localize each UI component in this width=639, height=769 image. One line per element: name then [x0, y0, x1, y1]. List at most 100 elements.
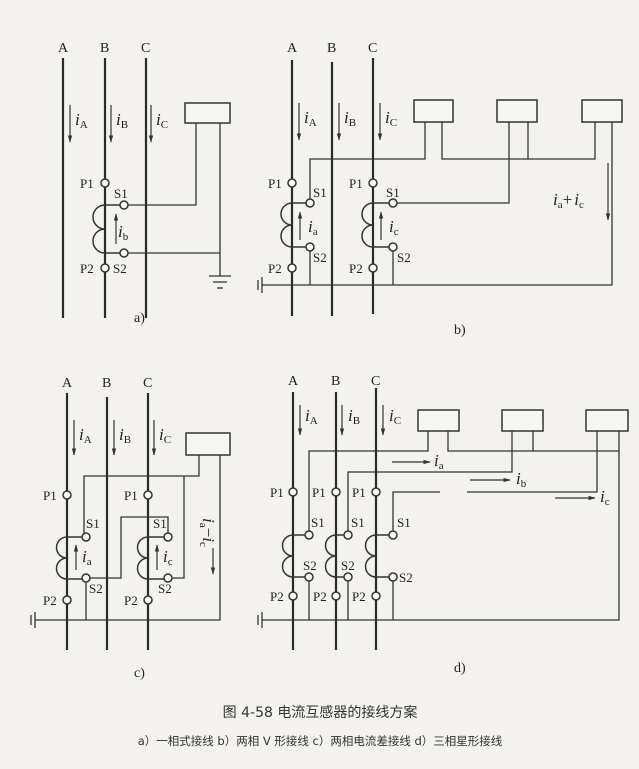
wire-neutral [262, 431, 620, 621]
label-s1: S1 [311, 515, 325, 530]
current-label-ib: ib [118, 222, 129, 243]
label-p2: P2 [124, 593, 138, 608]
phase-label-b: B [100, 41, 109, 56]
current-label-ia-minus-ic: ia−ic [197, 518, 218, 547]
terminal-b-s2 [343, 572, 353, 582]
diagram-d-three-phase-star: A B C iA iB iC ia ib ic [257, 374, 629, 676]
terminal-a-s2 [304, 572, 314, 582]
terminal-c-s1 [163, 532, 173, 542]
wire-common [441, 122, 596, 160]
phase-label-c: C [141, 41, 150, 56]
label-s2: S2 [399, 570, 413, 585]
phase-label-b: B [327, 41, 336, 56]
phase-label-b: B [102, 376, 111, 391]
label-s1: S1 [86, 516, 100, 531]
panel-label-c: c) [134, 666, 145, 681]
label-s1: S1 [397, 515, 411, 530]
instrument-box-3 [581, 99, 623, 123]
terminal-b-s1 [343, 530, 353, 540]
instrument-box-2 [496, 99, 538, 123]
ground-symbol [257, 277, 263, 293]
wire-return [35, 455, 221, 621]
current-label-iA: iA [305, 406, 318, 427]
current-label-ia: ia [82, 547, 92, 568]
current-label-iB: iB [348, 406, 360, 427]
label-p2: P2 [268, 261, 282, 276]
label-s2: S2 [158, 581, 172, 596]
terminal-c-p1 [368, 178, 378, 188]
ct-coil [92, 204, 121, 254]
diagram-a-single-phase: A B C iA iB iC ib P1 S1 P2 S2 a) [58, 41, 231, 326]
ground-symbol [257, 612, 263, 628]
ct-coil-c [364, 534, 389, 578]
instrument-box [184, 102, 231, 124]
terminal-a-p2 [62, 595, 72, 605]
wire-c-s2 [172, 476, 185, 579]
terminal-p2 [100, 263, 110, 273]
label-s2: S2 [341, 558, 355, 573]
label-p2: P2 [352, 589, 366, 604]
instrument-box-1 [417, 409, 460, 432]
current-label-iC: iC [385, 108, 397, 129]
figure-title: 图 4-58 电流互感器的接线方案 [223, 704, 418, 721]
label-p2: P2 [80, 261, 94, 276]
wire-a-s2-to-c-s1 [90, 516, 169, 579]
terminal-b-p1 [331, 487, 341, 497]
instrument-box-3 [585, 409, 629, 432]
ct-coil-a [55, 536, 82, 580]
wire-c [392, 431, 598, 531]
current-label-iC: iC [389, 406, 401, 427]
label-s1: S1 [153, 516, 167, 531]
instrument-box-1 [413, 99, 454, 123]
wire-s2 [128, 123, 221, 276]
wire-a-s1 [83, 455, 200, 533]
ground-symbol [209, 275, 231, 289]
current-label-ib: ib [516, 469, 527, 490]
current-label-iC: iC [156, 110, 168, 131]
wire-a-s1 [309, 122, 426, 200]
label-s1: S1 [114, 186, 128, 201]
label-s2: S2 [397, 250, 411, 265]
ground-symbol [30, 612, 36, 628]
terminal-a-p1 [287, 178, 297, 188]
current-label-iB: iB [116, 110, 128, 131]
wire-return [262, 122, 613, 286]
label-p2: P2 [270, 589, 284, 604]
terminal-a-s2 [305, 242, 315, 252]
label-s2: S2 [113, 261, 127, 276]
current-label-ia: ia [308, 217, 318, 238]
wire-s1 [128, 123, 197, 206]
instrument-box-2 [501, 409, 544, 432]
label-s2: S2 [303, 558, 317, 573]
label-s2: S2 [89, 581, 103, 596]
panel-label-b: b) [454, 323, 466, 338]
terminal-b-p2 [331, 591, 341, 601]
figure-subtitle: a）一相式接线 b）两相 V 形接线 c）两相电流差接线 d）三相星形接线 [138, 734, 503, 748]
terminal-c-p2 [368, 263, 378, 273]
phase-label-a: A [62, 376, 73, 391]
label-s1: S1 [313, 185, 327, 200]
current-label-iA: iA [304, 108, 317, 129]
terminal-c-p2 [371, 591, 381, 601]
phase-label-a: A [58, 41, 69, 56]
current-label-ic: ic [389, 217, 399, 238]
phase-label-c: C [143, 376, 152, 391]
terminal-c-s2 [388, 242, 398, 252]
label-p1: P1 [312, 485, 326, 500]
label-p2: P2 [313, 589, 327, 604]
current-label-ic: ic [163, 547, 173, 568]
current-label-iB: iB [119, 425, 131, 446]
terminal-a-p1 [288, 487, 298, 497]
terminal-c-p1 [371, 487, 381, 497]
wire-c-s1 [397, 122, 510, 204]
panel-label-d: d) [454, 661, 466, 676]
terminal-c-s2 [163, 573, 173, 583]
label-s1: S1 [351, 515, 365, 530]
phase-label-a: A [288, 374, 299, 389]
label-p1: P1 [349, 176, 363, 191]
terminal-c-s1 [388, 530, 398, 540]
diagram-c-current-difference: A B C iA iB iC ia−ic ia ic P1 S1 [30, 376, 231, 681]
terminal-a-s1 [304, 530, 314, 540]
label-p1: P1 [124, 488, 138, 503]
